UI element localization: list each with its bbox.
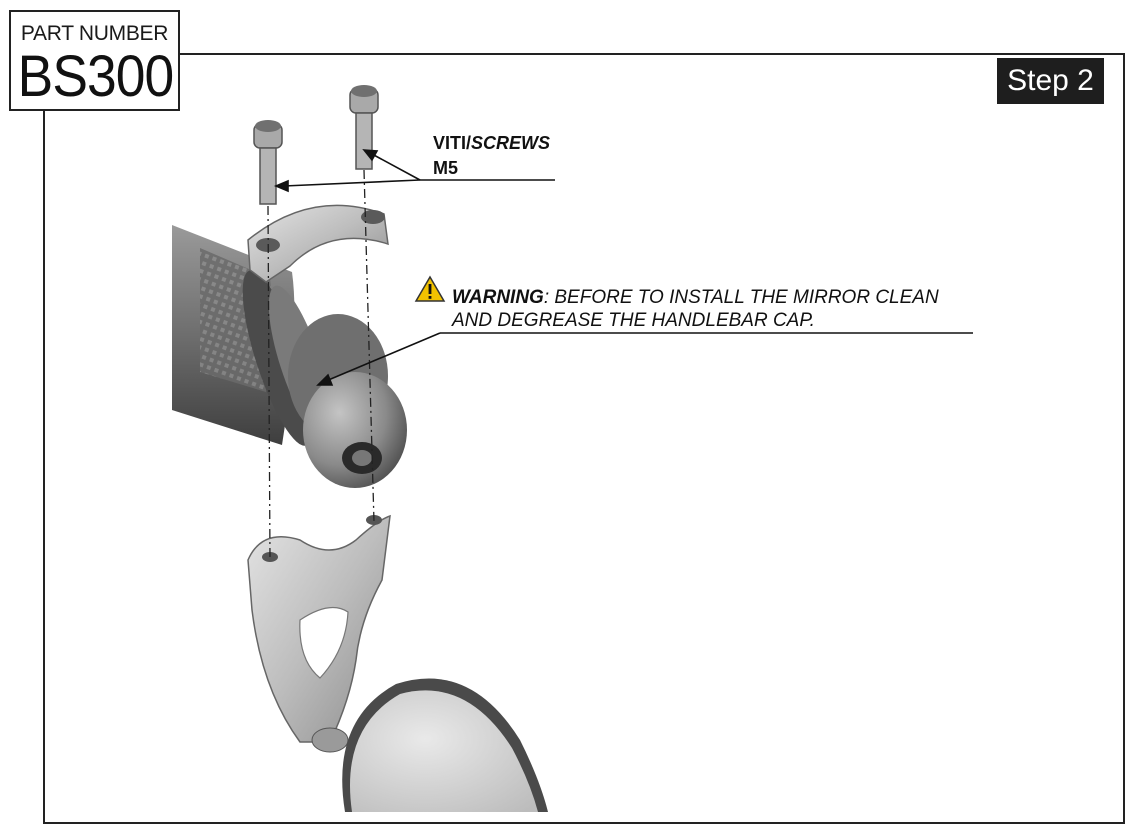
warning-title: WARNING [452, 287, 544, 308]
warning-leader-line [316, 332, 973, 386]
upper-clamp [247, 204, 389, 283]
screws-size: M5 [433, 158, 459, 178]
mirror-head [342, 678, 548, 812]
part-number-value: BS300 [17, 44, 175, 109]
screws-label: VITI/SCREWS [433, 133, 550, 154]
screw-left [253, 120, 283, 205]
handlebar-cap [288, 314, 407, 488]
warning-line1-rest: : BEFORE TO INSTALL THE MIRROR CLEAN [543, 287, 939, 308]
warning-text-line2: AND DEGREASE THE HANDLEBAR CAP. [452, 310, 815, 331]
step-badge: Step 2 [997, 58, 1104, 104]
lower-clamp-arm [247, 514, 391, 753]
screws-label-italic: SCREWS [471, 133, 551, 153]
screws-label-prefix: VITI/ [433, 133, 472, 153]
alignment-lines [267, 169, 375, 561]
screws-leader-lines [273, 149, 555, 193]
diagram-frame [43, 53, 1125, 824]
part-number-box: PART NUMBER BS300 [9, 10, 180, 111]
part-number-label: PART NUMBER [20, 22, 169, 45]
warning-text-line1: WARNING: BEFORE TO INSTALL THE MIRROR CL… [452, 287, 939, 309]
warning-icon [414, 275, 446, 302]
